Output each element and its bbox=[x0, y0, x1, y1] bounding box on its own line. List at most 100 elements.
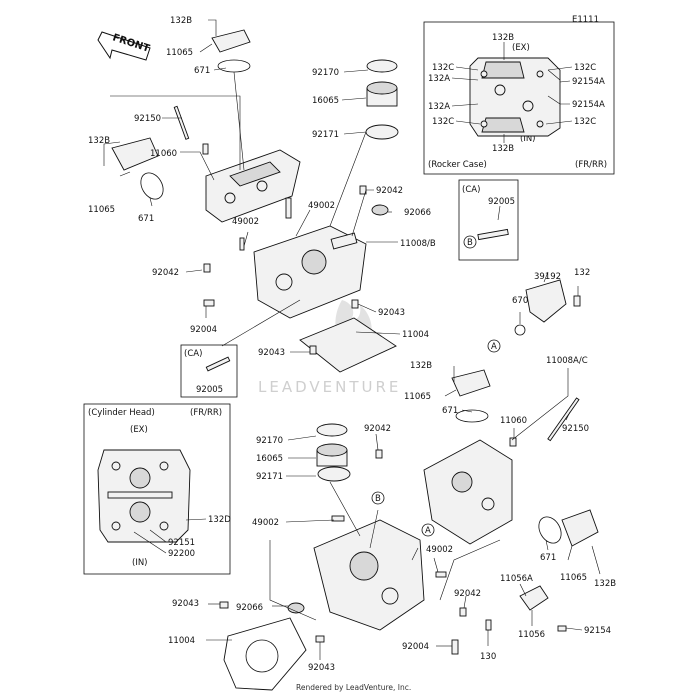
front-arrow-icon: FRONT bbox=[97, 31, 151, 61]
rear-intake-stack bbox=[365, 59, 399, 140]
rear-rocker-case bbox=[205, 149, 301, 223]
callout-49002-a: 49002 bbox=[232, 217, 259, 227]
front-gasket bbox=[223, 617, 307, 691]
callout-49002-c: 49002 bbox=[252, 518, 279, 528]
ca-box-lower: (CA) 92005 bbox=[180, 344, 238, 398]
callout-11056A: 11056A bbox=[500, 574, 533, 584]
callout-671-low: 671 bbox=[540, 553, 556, 563]
callout-132: 132 bbox=[574, 268, 590, 278]
callout-92150-top: 92150 bbox=[134, 114, 161, 124]
callout-92043-b: 92043 bbox=[258, 348, 285, 358]
ca-upper-circle-b: B bbox=[467, 238, 473, 248]
callout-92170-low: 92170 bbox=[256, 436, 283, 446]
callout-11065-mid: 11065 bbox=[404, 392, 431, 402]
rocker-label-132B-bottom: 132B bbox=[492, 144, 514, 154]
callout-11004-a: 11004 bbox=[402, 330, 429, 340]
cylinder-head-box: (Cylinder Head) (FR/RR) (EX) (IN) 132D 9… bbox=[83, 403, 231, 575]
callout-132B-mid: 132B bbox=[410, 361, 432, 371]
watermark-text: LEADVENTURE bbox=[258, 378, 401, 396]
front-intake-stack bbox=[316, 423, 351, 482]
callout-labels: 132B 11065 671 92150 132B 11060 11065 67… bbox=[88, 16, 616, 673]
callout-11060-mid: 11060 bbox=[500, 416, 527, 426]
rocker-label-132B-top: 132B bbox=[492, 33, 514, 43]
callout-670: 670 bbox=[512, 296, 528, 306]
callout-11065-left: 11065 bbox=[88, 205, 115, 215]
rocker-label-132C-4: 132C bbox=[574, 117, 596, 127]
callout-11060-top: 11060 bbox=[150, 149, 177, 159]
front-cover-right bbox=[538, 509, 599, 547]
cyl-label-92200: 92200 bbox=[168, 549, 195, 559]
ca-lower-title: (CA) bbox=[184, 349, 202, 359]
callout-11008AC: 11008A/C bbox=[546, 356, 588, 366]
callout-132B-top: 132B bbox=[170, 16, 192, 26]
callout-92042-a: 92042 bbox=[376, 186, 403, 196]
callout-92004-a: 92004 bbox=[190, 325, 217, 335]
callout-49002-b: 49002 bbox=[308, 201, 335, 211]
rocker-title: (Rocker Case) bbox=[428, 160, 487, 170]
rocker-label-132C-1: 132C bbox=[432, 63, 454, 73]
callout-92066-a: 92066 bbox=[404, 208, 431, 218]
cyl-in-label: (IN) bbox=[132, 558, 148, 568]
callout-11065-top: 11065 bbox=[166, 48, 193, 58]
rear-gasket bbox=[299, 317, 397, 373]
callout-92150-mid: 92150 bbox=[562, 424, 589, 434]
rocker-position: (FR/RR) bbox=[575, 160, 607, 170]
cyl-title: (Cylinder Head) bbox=[88, 408, 155, 418]
callout-132B-left: 132B bbox=[88, 136, 110, 146]
callout-92043-c: 92043 bbox=[172, 599, 199, 609]
callout-92042-c: 92042 bbox=[364, 424, 391, 434]
rocker-label-132A-1: 132A bbox=[428, 74, 450, 84]
front-rocker-case bbox=[423, 439, 513, 545]
callout-671-mid: 671 bbox=[442, 406, 458, 416]
rear-cover-top bbox=[211, 29, 251, 73]
callout-11008B: 11008/B bbox=[400, 239, 436, 249]
rocker-ex-label: (EX) bbox=[512, 43, 530, 53]
leader-lines bbox=[103, 19, 601, 660]
callout-11065-low: 11065 bbox=[560, 573, 587, 583]
callout-92042-b: 92042 bbox=[152, 268, 179, 278]
circle-a-right: A bbox=[491, 342, 497, 352]
rocker-label-92154A-1: 92154A bbox=[572, 77, 605, 87]
callout-130: 130 bbox=[480, 652, 496, 662]
callout-39192: 39192 bbox=[534, 272, 561, 282]
cyl-position: (FR/RR) bbox=[190, 408, 222, 418]
callout-92004-b: 92004 bbox=[402, 642, 429, 652]
cyl-label-92151: 92151 bbox=[168, 538, 195, 548]
rocker-label-132C-2: 132C bbox=[574, 63, 596, 73]
ca-box-upper: (CA) 92005 B bbox=[458, 179, 519, 261]
callout-92043-d: 92043 bbox=[308, 663, 335, 673]
cyl-label-132D: 132D bbox=[208, 515, 231, 525]
rear-cylinder-head bbox=[253, 225, 367, 319]
cylinder-head-drawing bbox=[97, 449, 191, 543]
callout-16065-low: 16065 bbox=[256, 454, 283, 464]
callout-11056: 11056 bbox=[518, 630, 545, 640]
callout-92171-low: 92171 bbox=[256, 472, 283, 482]
rocker-case-drawing bbox=[469, 57, 561, 137]
front-cover-top bbox=[451, 369, 491, 423]
diagram-id: E1111 bbox=[572, 15, 599, 25]
callout-671-top: 671 bbox=[194, 66, 210, 76]
footer-credit: Rendered by LeadVenture, Inc. bbox=[296, 683, 411, 692]
callout-92154: 92154 bbox=[584, 626, 611, 636]
front-cylinder-head bbox=[313, 519, 425, 631]
rocker-label-92154A-2: 92154A bbox=[572, 100, 605, 110]
callout-49002-d: 49002 bbox=[426, 545, 453, 555]
rear-cover-left bbox=[111, 137, 164, 200]
callout-132B-low: 132B bbox=[594, 579, 616, 589]
circle-a-low: A bbox=[425, 526, 431, 536]
callout-92042-d: 92042 bbox=[454, 589, 481, 599]
rocker-label-132C-3: 132C bbox=[432, 117, 454, 127]
circle-b-low: B bbox=[375, 494, 381, 504]
cyl-ex-label: (EX) bbox=[130, 425, 148, 435]
rocker-in-label: (IN) bbox=[520, 134, 536, 144]
rocker-case-box: (EX) (IN) (Rocker Case) (FR/RR) 132B 132… bbox=[423, 21, 615, 175]
rear-bolts bbox=[173, 105, 389, 355]
ca-upper-title: (CA) bbox=[462, 185, 480, 195]
callout-92171-top: 92171 bbox=[312, 130, 339, 140]
thermostat-housing: A bbox=[487, 279, 581, 353]
ca-lower-part: 92005 bbox=[196, 385, 223, 395]
callout-671-left: 671 bbox=[138, 214, 154, 224]
callout-92066-b: 92066 bbox=[236, 603, 263, 613]
rocker-label-132A-2: 132A bbox=[428, 102, 450, 112]
